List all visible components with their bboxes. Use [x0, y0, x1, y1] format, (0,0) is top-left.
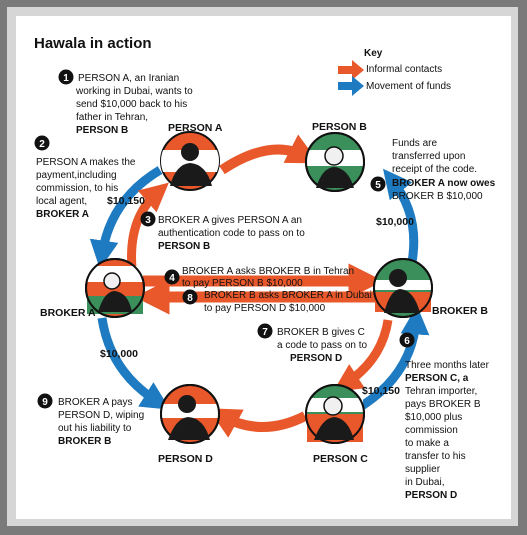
step-5-number: 5: [375, 180, 381, 191]
step-6-line: Tehran importer,: [405, 386, 477, 397]
person-c-head-icon: [323, 396, 343, 416]
step-3-line: authentication code to pass on to: [158, 228, 305, 239]
step-1-text: PERSON A, an Iranian working in Dubai, w…: [75, 73, 193, 136]
person-b-head-icon: [324, 146, 344, 166]
node-person-d: [160, 384, 220, 444]
step-5-line: Funds are: [392, 138, 437, 149]
arrow-personC-to-brokerB: [349, 305, 430, 416]
label-broker-a: BROKER A: [40, 307, 96, 319]
key-orange-arrow-icon: [338, 60, 364, 80]
step-7-line: BROKER B gives C: [277, 327, 365, 338]
step-6-line: commission: [405, 425, 458, 436]
node-person-c: [305, 384, 365, 444]
label-person-b: PERSON B: [312, 121, 367, 133]
step-8-line: to pay PERSON D $10,000: [204, 303, 326, 314]
step-5-line: BROKER A now owes: [392, 178, 496, 189]
arrow-brokerA-to-personA: [127, 182, 169, 269]
step-4-line: to pay PERSON B $10,000: [182, 278, 303, 289]
step-2-line: payment,including: [36, 170, 117, 181]
step-8-text: BROKER B asks BROKER A in Dubai to pay P…: [204, 290, 372, 314]
step-4-text: BROKER A asks BROKER B in Tehran to pay …: [182, 266, 354, 289]
arrow-personA-to-brokerA: [89, 166, 163, 270]
step-6-line: supplier: [405, 464, 441, 475]
label-person-c: PERSON C: [313, 453, 368, 465]
step-5-line: transferred upon: [392, 151, 465, 162]
step-6-line: in Dubai,: [405, 477, 444, 488]
key-heading: Key: [364, 48, 383, 59]
arrow-personA-to-personB: [219, 134, 320, 175]
diagram-title: Hawala in action: [34, 35, 152, 52]
step-3-line: BROKER A gives PERSON A an: [158, 215, 302, 226]
step-1-line: father in Tehran,: [76, 112, 148, 123]
step-8-line: BROKER B asks BROKER A in Dubai: [204, 290, 372, 301]
step-1-number: 1: [63, 73, 69, 84]
step-9-line: BROKER B: [58, 436, 111, 447]
step-7-line: PERSON D: [290, 353, 342, 364]
step-5-text: Funds are transferred upon receipt of th…: [392, 138, 496, 202]
arrow-brokerA-to-personD: [97, 317, 171, 410]
broker-b-head-icon: [389, 269, 407, 287]
label-broker-b: BROKER B: [432, 305, 488, 317]
person-a-head-icon: [181, 143, 199, 161]
amount-brokerB-to-personB: $10,000: [376, 216, 414, 228]
step-3-line: PERSON B: [158, 241, 210, 252]
step-7-text: BROKER B gives C a code to pass on to PE…: [277, 327, 368, 364]
step-7-number: 7: [262, 327, 268, 338]
step-2-number: 2: [39, 139, 45, 150]
step-4-number: 4: [169, 273, 175, 284]
key-blue-arrow-icon: [338, 76, 364, 96]
arrow-personC-to-personD: [207, 408, 308, 438]
step-1-line: send $10,000 back to his: [76, 99, 187, 110]
step-2-line: commission, to his: [36, 183, 118, 194]
step-9-text: BROKER A pays PERSON D, wiping out his l…: [58, 397, 144, 447]
key-label-funds: Movement of funds: [366, 81, 451, 92]
key-legend: Key Informal contacts Movement of funds: [338, 48, 451, 96]
step-6-line: to make a: [405, 438, 449, 449]
step-6-number: 6: [404, 336, 410, 347]
broker-a-head-icon: [103, 272, 121, 290]
step-1-line: working in Dubai, wants to: [75, 86, 193, 97]
amount-brokerA-to-personD: $10,000: [100, 348, 138, 360]
step-5-line: receipt of the code.: [392, 164, 477, 175]
step-1-line: PERSON A, an Iranian: [78, 73, 179, 84]
step-9-number: 9: [42, 397, 48, 408]
step-9-line: out his liability to: [58, 423, 132, 434]
step-2-line: local agent,: [36, 196, 87, 207]
step-3-number: 3: [145, 215, 151, 226]
step-8-number: 8: [187, 293, 193, 304]
step-4-line: BROKER A asks BROKER B in Tehran: [182, 266, 354, 277]
step-6-text: Three months later PERSON C, a Tehran im…: [405, 360, 490, 501]
step-2-line: PERSON A makes the: [36, 157, 136, 168]
node-broker-b: [373, 258, 433, 318]
step-9-line: BROKER A pays: [58, 397, 132, 408]
amount-personC-to-brokerB: $10,150: [362, 385, 400, 397]
node-person-a: [160, 131, 220, 191]
node-person-b: [305, 132, 365, 192]
step-5-line: BROKER B $10,000: [392, 191, 483, 202]
step-2-line: BROKER A: [36, 209, 89, 220]
step-badges: 1 2 3 4 5 6 7 8 9: [34, 69, 415, 409]
step-6-line: PERSON C, a: [405, 373, 469, 384]
amount-personA-to-brokerA: $10,150: [107, 195, 145, 207]
step-6-line: PERSON D: [405, 490, 457, 501]
step-6-line: Three months later: [405, 360, 490, 371]
step-9-line: PERSON D, wiping: [58, 410, 144, 421]
arrow-brokerB-to-personC: [332, 319, 393, 392]
node-broker-a: [85, 258, 145, 318]
step-7-line: a code to pass on to: [277, 340, 368, 351]
step-6-line: transfer to his: [405, 451, 466, 462]
person-d-head-icon: [178, 395, 196, 413]
key-label-informal: Informal contacts: [366, 64, 442, 75]
step-6-line: pays BROKER B: [405, 399, 481, 410]
step-2-text: PERSON A makes the payment,including com…: [36, 157, 136, 220]
label-person-a: PERSON A: [168, 122, 223, 134]
step-6-line: $10,000 plus: [405, 412, 462, 423]
arrow-brokerB-to-personB: [383, 168, 419, 263]
step-1-line: PERSON B: [76, 125, 128, 136]
label-person-d: PERSON D: [158, 453, 213, 465]
step-3-text: BROKER A gives PERSON A an authenticatio…: [158, 215, 305, 252]
